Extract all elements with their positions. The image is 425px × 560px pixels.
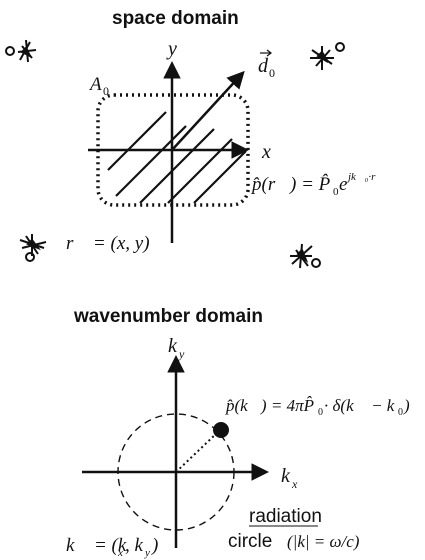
svg-text:p̂(r⃗) = P̂: p̂(r⃗) = P̂: [250, 174, 331, 195]
wavenumber-domain-heading: wavenumber domain: [73, 306, 263, 327]
svg-text:k: k: [281, 465, 291, 487]
ky-axis-label: k y: [168, 335, 185, 361]
svg-text:r⃗ = (x, y): r⃗ = (x, y): [66, 233, 150, 254]
svg-text:x: x: [117, 547, 123, 559]
svg-text:k⃗ = (k: k⃗ = (k: [66, 535, 127, 556]
source-symbol-top-left: [5, 39, 37, 63]
plane-wave-equation: p̂(r⃗) = P̂ 0 e jk⃗₀·r⃗: [250, 171, 384, 198]
svg-text:jk⃗₀·r⃗: jk⃗₀·r⃗: [346, 171, 384, 183]
position-vector-label: r⃗ = (x, y): [66, 233, 150, 254]
svg-text:0: 0: [333, 186, 339, 198]
svg-text:y: y: [178, 347, 185, 361]
radiation-word: radiation: [249, 506, 322, 527]
source-symbol-bottom-left: [19, 234, 47, 262]
svg-text:): ): [151, 535, 158, 556]
delta-spectrum-equation: p̂(k⃗) = 4πP̂ 0 · δ(k⃗ − k⃗ 0 ): [225, 396, 410, 418]
circle-condition: (|k| = ω/c): [287, 532, 360, 551]
svg-text:k: k: [168, 335, 178, 357]
direction-arrow: [171, 70, 245, 151]
svg-text:e: e: [339, 174, 347, 195]
aperture-label: A 0: [88, 74, 109, 98]
svg-text:d: d: [258, 55, 269, 77]
svg-text:0: 0: [103, 84, 109, 98]
delta-point: [213, 422, 229, 438]
svg-text:A: A: [88, 74, 102, 95]
svg-text:, k: , k: [125, 535, 144, 556]
space-domain-heading: space domain: [112, 8, 239, 29]
source-symbol-bottom-right: [290, 243, 321, 269]
source-symbol-top-right: [310, 42, 345, 70]
direction-label: d 0: [258, 49, 275, 80]
circle-word: circle: [228, 531, 272, 552]
wavefront-lines: [107, 111, 247, 204]
kx-axis-label: k x: [281, 465, 298, 491]
svg-text:0: 0: [318, 407, 323, 418]
wavevector-label: k⃗ = (k x , k y ): [66, 535, 158, 559]
svg-text:· δ(k⃗ − k⃗: · δ(k⃗ − k⃗: [324, 396, 408, 415]
wavevector-dotted-line: [175, 431, 219, 473]
svg-text:0: 0: [398, 407, 403, 418]
x-axis-label: x: [261, 141, 271, 163]
svg-text:y: y: [144, 547, 150, 559]
svg-text:): ): [403, 396, 410, 415]
svg-text:x: x: [291, 477, 298, 491]
svg-text:p̂(k⃗) = 4πP̂: p̂(k⃗) = 4πP̂: [225, 396, 314, 415]
svg-text:0: 0: [269, 66, 275, 80]
y-axis-label: y: [166, 38, 177, 60]
